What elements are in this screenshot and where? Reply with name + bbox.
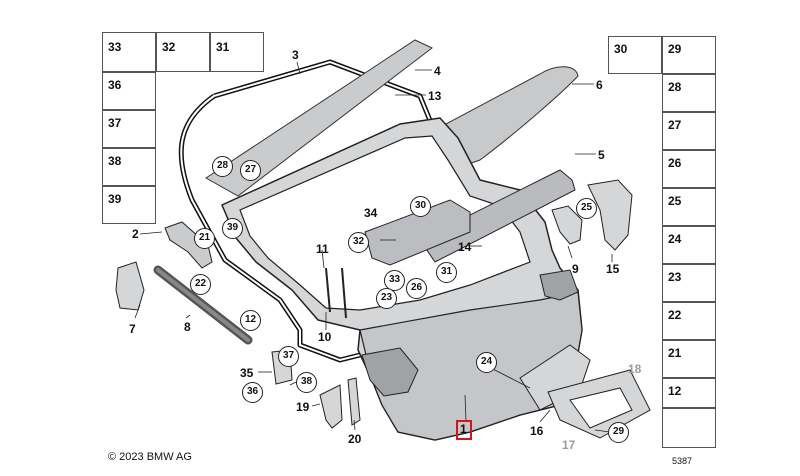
table-cell bbox=[662, 408, 716, 448]
callout-circle-30: 30 bbox=[410, 196, 431, 217]
strip-4 bbox=[205, 39, 433, 197]
callout-circle-12: 12 bbox=[240, 310, 261, 331]
table-label: 30 bbox=[614, 42, 628, 56]
table-cell bbox=[662, 188, 716, 226]
table-cell bbox=[102, 72, 156, 110]
callout-3: 3 bbox=[292, 48, 299, 62]
table-cell bbox=[102, 32, 156, 72]
callout-circle-28: 28 bbox=[212, 156, 233, 177]
callout-circle-33: 33 bbox=[384, 270, 405, 291]
table-label: 38 bbox=[108, 154, 122, 168]
bracket-9 bbox=[551, 205, 583, 245]
table-label: 33 bbox=[108, 40, 122, 54]
callout-circle-27: 27 bbox=[240, 160, 261, 181]
rod-10 bbox=[325, 267, 331, 313]
rod-11 bbox=[341, 267, 347, 319]
table-cell bbox=[662, 302, 716, 340]
table-label: 27 bbox=[668, 118, 682, 132]
module-34 bbox=[364, 199, 471, 266]
callout-circle-24: 24 bbox=[476, 352, 497, 373]
callout-circle-25: 25 bbox=[576, 198, 597, 219]
callout-circle-36: 36 bbox=[242, 382, 263, 403]
table-cell bbox=[662, 112, 716, 150]
callout-circle-26: 26 bbox=[406, 278, 427, 299]
table-cell bbox=[662, 264, 716, 302]
table-label: 25 bbox=[668, 194, 682, 208]
part-19 bbox=[319, 384, 343, 429]
callout-5: 5 bbox=[598, 148, 605, 162]
callout-34: 34 bbox=[364, 206, 378, 220]
callout-circle-32: 32 bbox=[348, 232, 369, 253]
table-label: 23 bbox=[668, 270, 682, 284]
table-label: 37 bbox=[108, 116, 122, 130]
callout-circle-29: 29 bbox=[608, 422, 629, 443]
table-label: 39 bbox=[108, 192, 122, 206]
callout-18: 18 bbox=[628, 362, 642, 376]
table-cell bbox=[662, 74, 716, 112]
callout-13: 13 bbox=[428, 89, 442, 103]
window-opening bbox=[239, 135, 531, 311]
callout-circle-37: 37 bbox=[278, 346, 299, 367]
callout-16: 16 bbox=[530, 424, 544, 438]
callout-17: 17 bbox=[562, 438, 576, 452]
table-label: 24 bbox=[668, 232, 682, 246]
table-label: 21 bbox=[668, 346, 682, 360]
callout-14: 14 bbox=[458, 240, 472, 254]
bracket-7 bbox=[115, 261, 145, 311]
callout-10: 10 bbox=[318, 330, 332, 344]
callout-1-highlight bbox=[456, 420, 472, 440]
tail-light-left bbox=[361, 347, 419, 397]
callout-11: 11 bbox=[316, 242, 329, 256]
table-label: 36 bbox=[108, 78, 122, 92]
callout-circle-22: 22 bbox=[190, 274, 211, 295]
callout-circle-31: 31 bbox=[436, 262, 457, 283]
table-cell bbox=[662, 378, 716, 408]
table-cell bbox=[608, 36, 662, 74]
bracket-15 bbox=[587, 179, 633, 251]
callout-circle-38: 38 bbox=[296, 372, 317, 393]
document-number: 5387 bbox=[672, 456, 693, 466]
table-cell bbox=[210, 32, 264, 72]
table-cell bbox=[662, 150, 716, 188]
table-label: 22 bbox=[668, 308, 682, 322]
hinge-2 bbox=[164, 221, 213, 269]
callout-20: 20 bbox=[348, 432, 362, 446]
table-label: 28 bbox=[668, 80, 682, 94]
callout-15: 15 bbox=[606, 262, 620, 276]
table-cell bbox=[102, 148, 156, 186]
callout-circle-23: 23 bbox=[376, 288, 397, 309]
callout-19: 19 bbox=[296, 400, 310, 414]
part-20 bbox=[347, 377, 361, 426]
table-label: 12 bbox=[668, 384, 682, 398]
callout-circle-39: 39 bbox=[222, 218, 243, 239]
rail-5 bbox=[419, 169, 576, 263]
table-cell bbox=[662, 340, 716, 378]
plate-18-inner bbox=[569, 387, 633, 429]
callout-8: 8 bbox=[184, 320, 191, 334]
table-label: 32 bbox=[162, 40, 176, 54]
table-label: 31 bbox=[216, 40, 230, 54]
copyright-text: © 2023 BMW AG bbox=[108, 451, 192, 463]
callout-2: 2 bbox=[132, 227, 139, 241]
table-cell bbox=[102, 186, 156, 224]
table-label: 26 bbox=[668, 156, 682, 170]
table-cell bbox=[156, 32, 210, 72]
table-label: 29 bbox=[668, 42, 682, 56]
callout-7: 7 bbox=[129, 322, 136, 336]
callout-4: 4 bbox=[434, 64, 441, 78]
table-cell bbox=[662, 226, 716, 264]
callout-circle-21: 21 bbox=[194, 228, 215, 249]
tail-light-right bbox=[539, 269, 579, 301]
callout-1: 1 bbox=[460, 422, 467, 436]
callout-6: 6 bbox=[596, 78, 603, 92]
callout-35: 35 bbox=[240, 366, 254, 380]
table-cell bbox=[662, 36, 716, 74]
callout-9: 9 bbox=[572, 262, 579, 276]
table-cell bbox=[102, 110, 156, 148]
